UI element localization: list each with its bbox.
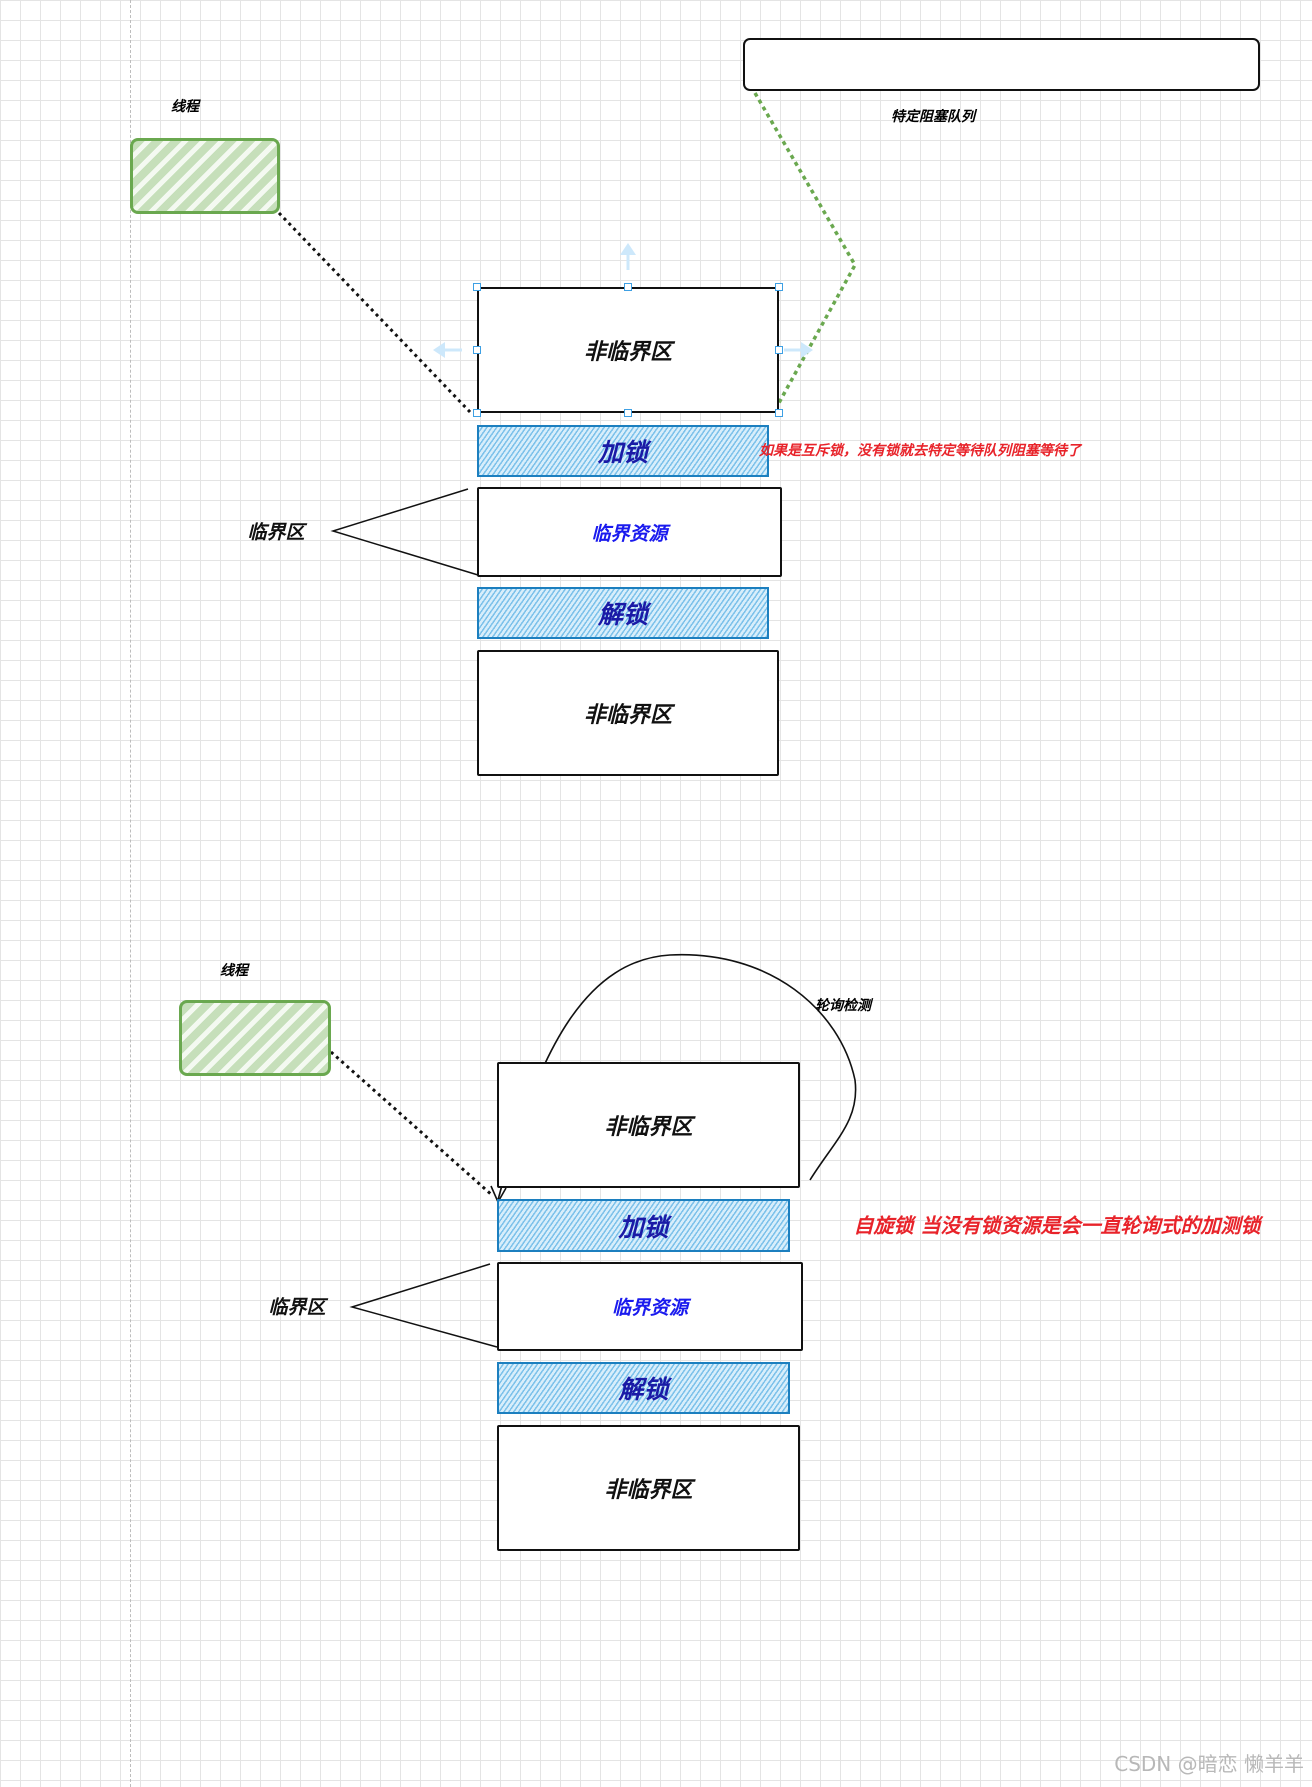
unlock-box: 解锁 [477, 587, 769, 639]
thread-box [179, 1000, 331, 1076]
critical-section-label: 临界区 [268, 1296, 326, 1319]
unlock-label: 解锁 [618, 1375, 669, 1404]
unlock-label: 解锁 [597, 600, 648, 629]
non-critical-region-box: 非临界区 [497, 1062, 800, 1188]
unlock-box: 解锁 [497, 1362, 790, 1414]
selection-handle [624, 283, 632, 291]
thread-label: 线程 [171, 99, 199, 115]
critical-resource-label: 临界资源 [611, 1297, 688, 1319]
selection-handle [624, 409, 632, 417]
selection-handle [775, 409, 783, 417]
polling-loop-arrow [497, 953, 857, 1201]
non-critical-region-label: 非临界区 [604, 1478, 693, 1503]
vertical-guide-line [130, 0, 131, 1787]
non-critical-region-label: 非临界区 [583, 340, 672, 365]
watermark: CSDN @暗恋 懒羊羊 [1114, 1752, 1304, 1776]
non-critical-region-label: 非临界区 [583, 703, 672, 728]
thread-label: 线程 [220, 963, 248, 979]
non-critical-region-box: 非临界区 [477, 650, 779, 776]
non-critical-region-box: 非临界区 [477, 287, 779, 413]
selection-handle [775, 346, 783, 354]
selection-handle [473, 283, 481, 291]
polling-label: 轮询检测 [815, 998, 871, 1014]
selection-handle [473, 346, 481, 354]
waiting-queue-bar [743, 38, 1260, 91]
critical-pointer-top [330, 488, 479, 576]
thread-link-top [277, 211, 472, 414]
critical-pointer-bottom [349, 1263, 498, 1348]
critical-section-label: 临界区 [247, 521, 305, 544]
critical-resource-label: 临界资源 [591, 522, 668, 545]
non-critical-region-box: 非临界区 [497, 1425, 800, 1551]
lock-label: 加锁 [618, 1212, 669, 1242]
selection-handle [775, 283, 783, 291]
thread-link-bottom [330, 1050, 494, 1198]
queue-link [753, 92, 858, 411]
critical-resource-box: 临界资源 [477, 487, 782, 577]
critical-resource-box: 临界资源 [497, 1262, 803, 1351]
queue-label: 特定阻塞队列 [891, 109, 975, 125]
spinlock-note: 自旋锁 当没有锁资源是会一直轮询式的加测锁 [853, 1213, 1261, 1238]
non-critical-region-label: 非临界区 [604, 1115, 693, 1140]
thread-box [130, 138, 280, 214]
lock-box: 加锁 [497, 1199, 790, 1252]
selection-handle [473, 409, 481, 417]
lock-label: 加锁 [597, 438, 648, 467]
mutex-note: 如果是互斥锁，没有锁就去特定等待队列阻塞等待了 [759, 443, 1081, 459]
lock-box: 加锁 [477, 425, 769, 477]
selection-arrows [433, 243, 813, 358]
